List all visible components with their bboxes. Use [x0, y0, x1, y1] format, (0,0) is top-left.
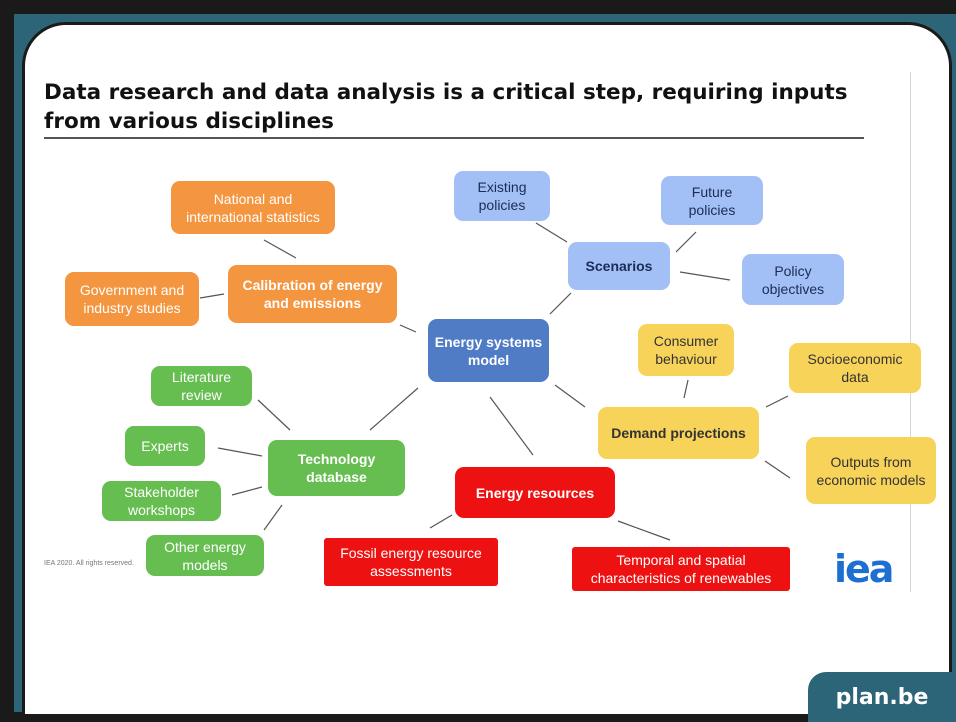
- node-policy-objectives: Policy objectives: [742, 254, 844, 305]
- link-socioeconomic: [765, 395, 789, 408]
- link-consumer-behaviour: [683, 379, 689, 399]
- node-existing-policies: Existing policies: [454, 171, 550, 221]
- window-frame-bottom: [0, 712, 956, 722]
- link-stakeholders: [231, 486, 263, 496]
- link-economic-models: [764, 460, 791, 479]
- node-stakeholder-workshops: Stakeholder workshops: [102, 481, 221, 521]
- node-renewables-characteristics: Temporal and spatial characteristics of …: [572, 547, 790, 591]
- window-frame-left: [0, 0, 14, 722]
- link-demand-center: [554, 384, 586, 408]
- window-frame-top: [0, 0, 956, 14]
- slide-right-edge-line: [910, 72, 911, 592]
- link-existing-policies: [535, 222, 568, 243]
- node-government-studies: Government and industry studies: [65, 272, 199, 326]
- node-consumer-behaviour: Consumer behaviour: [638, 324, 734, 376]
- link-scenarios-center: [549, 292, 572, 315]
- node-future-policies: Future policies: [661, 176, 763, 225]
- link-renewables: [617, 520, 671, 541]
- node-scenarios: Scenarios: [568, 242, 670, 290]
- node-demand-projections: Demand projections: [598, 407, 759, 459]
- link-experts: [217, 447, 263, 457]
- node-technology-database: Technology database: [268, 440, 405, 496]
- link-national-stats: [263, 239, 297, 259]
- link-government-studies: [199, 293, 225, 299]
- link-policy-objectives: [679, 271, 731, 281]
- iea-logo: iea: [834, 547, 894, 591]
- node-economic-models: Outputs from economic models: [806, 437, 936, 504]
- link-future-policies: [675, 231, 697, 253]
- link-fossil: [429, 514, 453, 529]
- plan-be-brand-tab: plan.be: [808, 672, 956, 722]
- node-other-energy-models: Other energy models: [146, 535, 264, 576]
- link-technology-center: [369, 387, 419, 431]
- link-literature: [257, 399, 291, 431]
- copyright-text: IEA 2020. All rights reserved.: [44, 560, 134, 567]
- title-underline: [44, 137, 864, 139]
- node-socioeconomic-data: Socioeconomic data: [789, 343, 921, 393]
- node-calibration: Calibration of energy and emissions: [228, 265, 397, 323]
- node-experts: Experts: [125, 426, 205, 466]
- link-other-models: [263, 504, 283, 531]
- node-literature-review: Literature review: [151, 366, 252, 406]
- node-energy-systems-model: Energy systems model: [428, 319, 549, 382]
- node-national-statistics: National and international statistics: [171, 181, 335, 234]
- slide-title: Data research and data analysis is a cri…: [44, 80, 848, 134]
- node-energy-resources: Energy resources: [455, 467, 615, 518]
- node-fossil-assessments: Fossil energy resource assessments: [324, 538, 498, 586]
- link-calibration-center: [399, 324, 417, 333]
- link-resources-center: [489, 396, 534, 456]
